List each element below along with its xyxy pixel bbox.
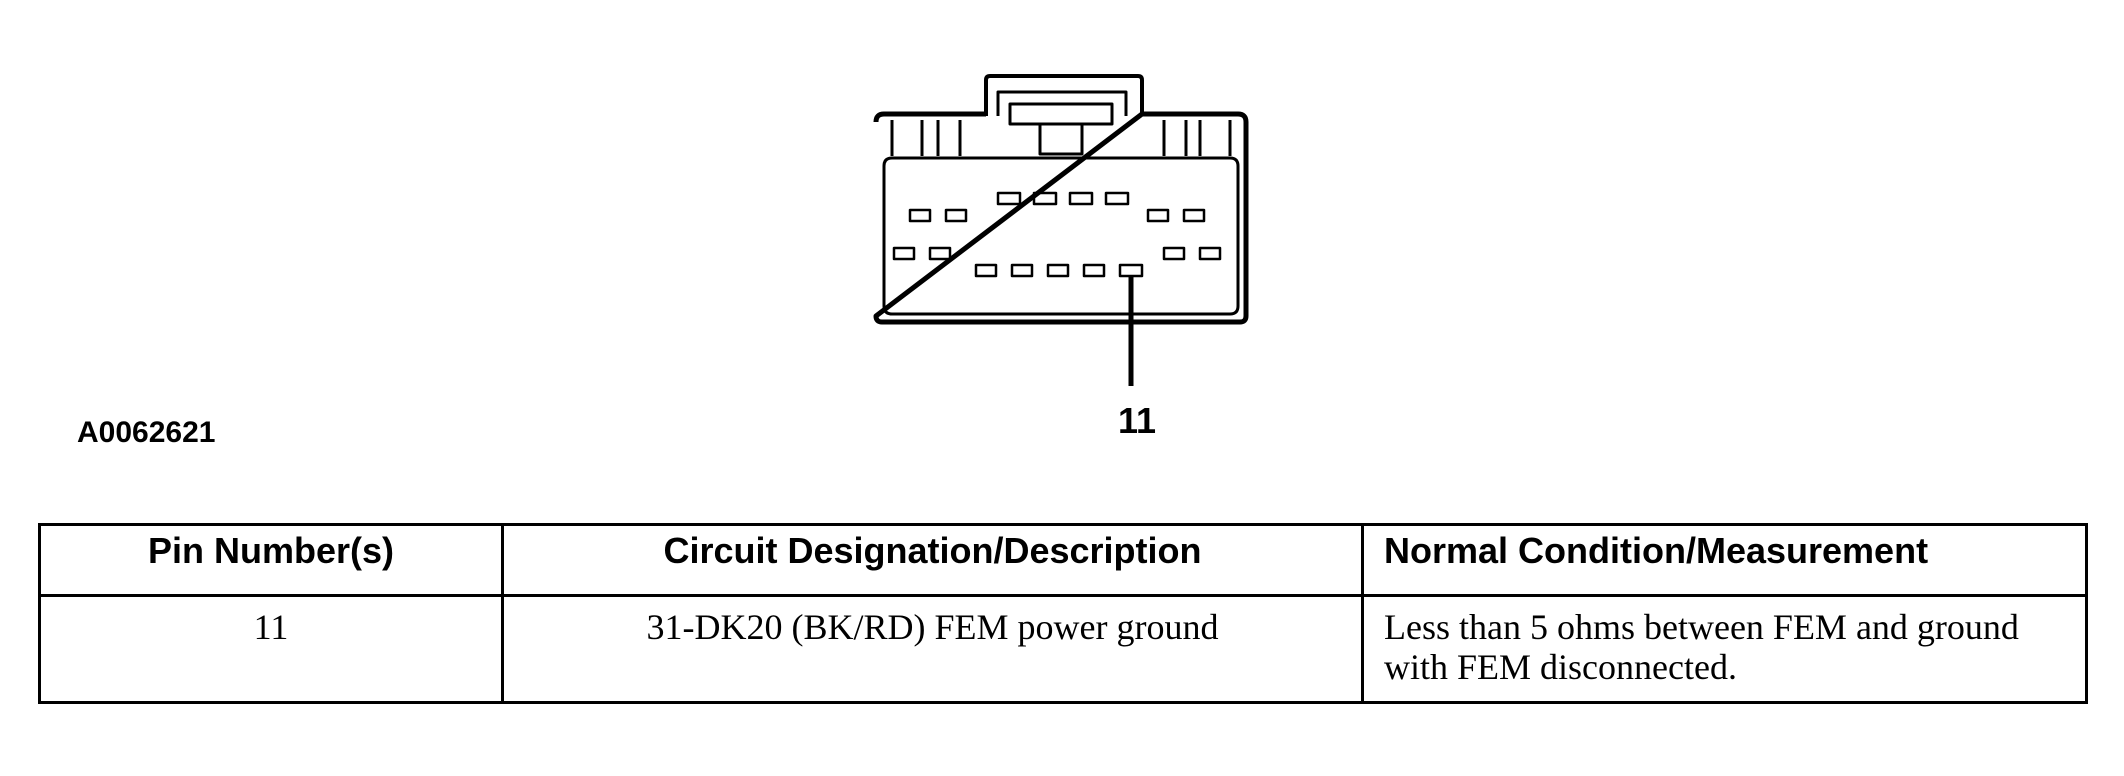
- pin-cavity: [996, 191, 1022, 206]
- pin-cavity: [1068, 191, 1094, 206]
- connector-latch: [984, 74, 1144, 116]
- pin-cavity: [908, 208, 932, 223]
- cell-circuit: 31-DK20 (BK/RD) FEM power ground: [501, 594, 1364, 704]
- pin-cavity: [1032, 191, 1058, 206]
- pin-cavity: [1082, 263, 1106, 278]
- callout-pin-number: 11: [1117, 400, 1157, 441]
- cell-condition: Less than 5 ohms between FEM and ground …: [1361, 594, 2088, 704]
- pin-cavity: [1010, 263, 1034, 278]
- header-pin-number: Pin Number(s): [38, 523, 504, 597]
- pin-table: Pin Number(s) Circuit Designation/Descri…: [38, 523, 2088, 704]
- pin-cavity: [1182, 208, 1206, 223]
- pin-cavity: [1162, 246, 1186, 261]
- pin-cavity: [1046, 263, 1070, 278]
- pin-cavity: [928, 246, 952, 261]
- pin-cavity: [892, 246, 916, 261]
- table-header-row: Pin Number(s) Circuit Designation/Descri…: [38, 523, 2088, 597]
- pin-cavity: [1104, 191, 1130, 206]
- pin-cavity: [944, 208, 968, 223]
- header-condition: Normal Condition/Measurement: [1361, 523, 2088, 597]
- latch-bar: [1008, 102, 1114, 126]
- connector-face: [882, 156, 1240, 316]
- pin-cavity-11: [1118, 263, 1144, 278]
- header-circuit: Circuit Designation/Description: [501, 523, 1364, 597]
- connector-diagram: [873, 74, 1249, 386]
- table-row: 11 31-DK20 (BK/RD) FEM power ground Less…: [38, 594, 2088, 704]
- pin-cavity: [1146, 208, 1170, 223]
- connector-shell: [873, 111, 1249, 325]
- connector-latch-inner: [996, 90, 1128, 116]
- figure-id: A0062621: [77, 416, 216, 449]
- pin-cavity: [1198, 246, 1222, 261]
- latch-tab: [1038, 122, 1084, 156]
- pin-cavity: [974, 263, 998, 278]
- cell-pin: 11: [38, 594, 504, 704]
